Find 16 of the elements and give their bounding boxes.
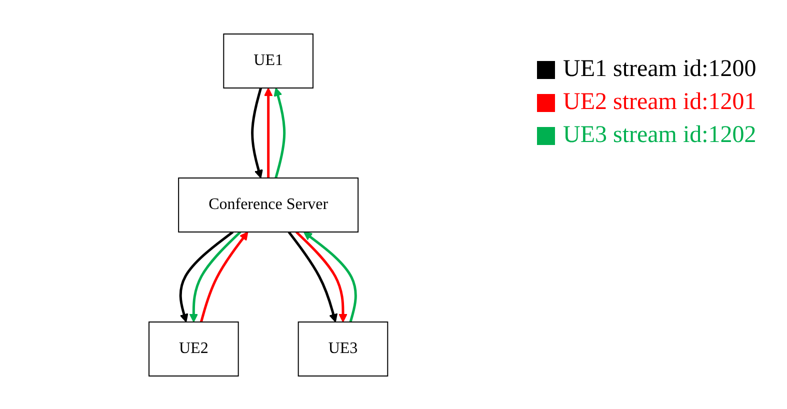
arrow	[264, 87, 273, 178]
node-box: Conference Server	[178, 177, 359, 232]
arrow	[304, 231, 358, 322]
arrow	[189, 230, 242, 322]
legend-text: UE3 stream id:1202	[563, 122, 756, 149]
arrow	[296, 230, 348, 322]
legend-text: UE2 stream id:1201	[563, 89, 756, 116]
legend-text: UE1 stream id:1200	[563, 56, 756, 83]
arrow	[288, 230, 338, 322]
arrow	[274, 87, 286, 178]
arrow	[251, 87, 264, 178]
node-box: UE2	[148, 321, 239, 376]
arrow	[200, 231, 248, 322]
arrow	[180, 230, 234, 322]
node-box: UE3	[298, 321, 388, 376]
node-box: UE1	[223, 33, 314, 88]
